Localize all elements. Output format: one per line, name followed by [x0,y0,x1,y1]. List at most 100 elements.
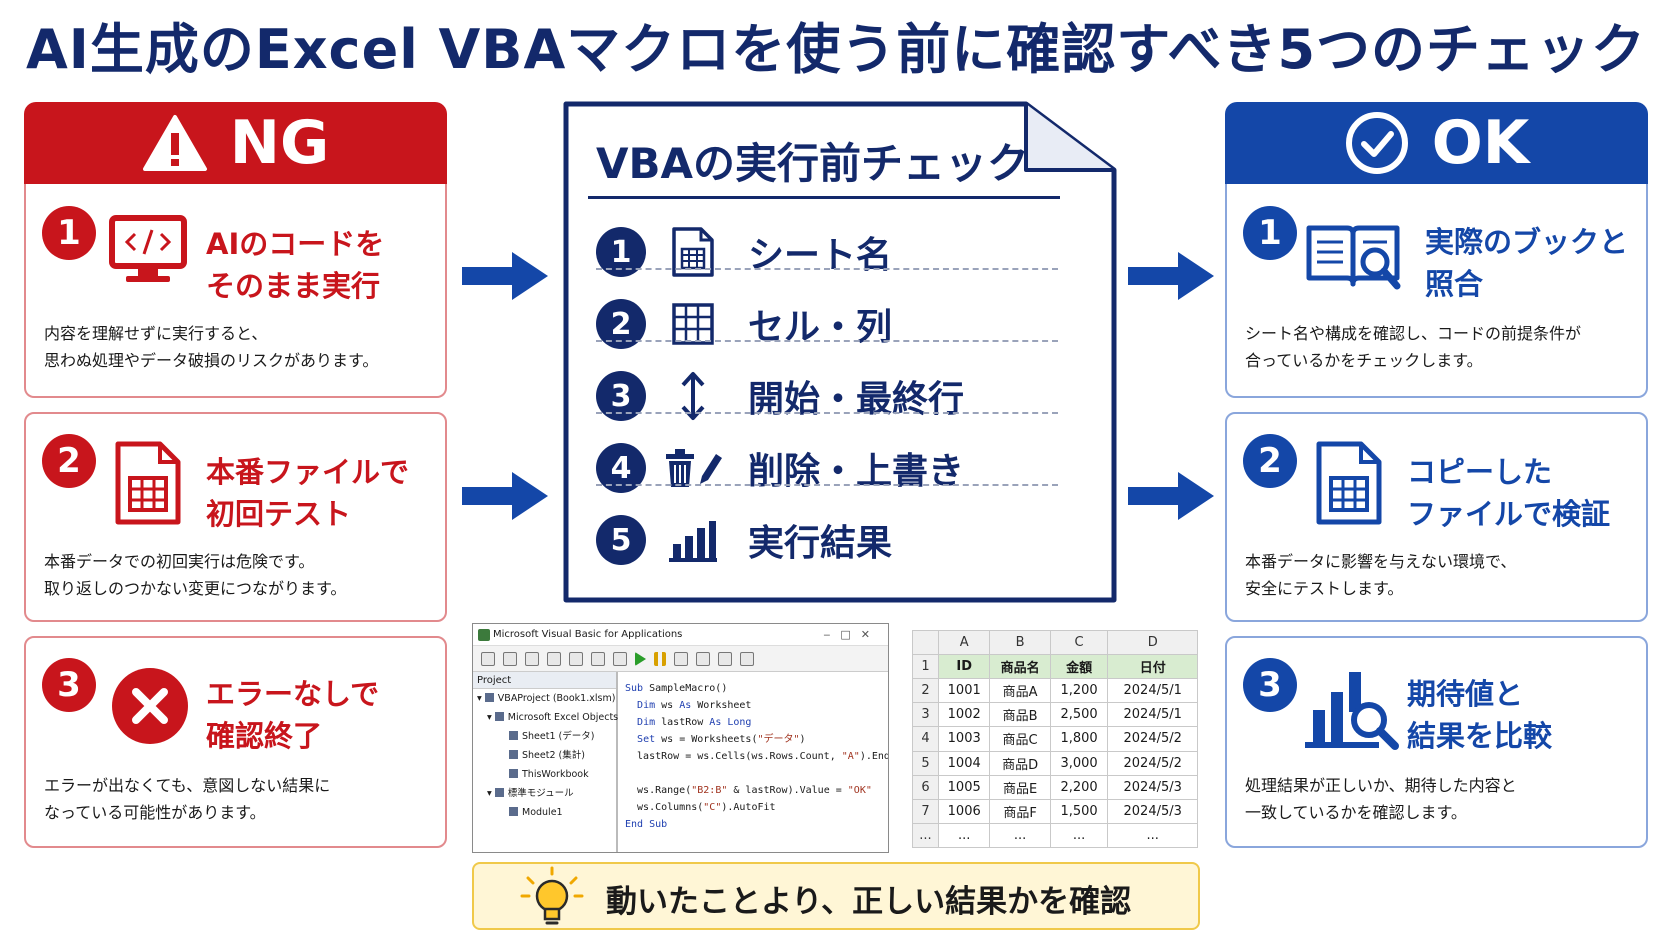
table-cell: 日付 [1107,654,1198,680]
ng-desc-3b: なっている可能性があります。 [44,803,266,822]
pause-icon[interactable] [654,651,666,666]
ng-desc-3a: エラーが出なくても、意図しない結果に [44,776,331,795]
table-cell: 1003 [937,726,991,752]
row-header: 1 [912,654,939,680]
ng-title-3a: エラーなしで [206,677,380,711]
ok-card-1: 1 実際のブックと 照合 シート名や構成を確認し、コードの前提条件が 合っている… [1225,184,1648,398]
run-icon[interactable] [635,651,646,666]
row-header: 7 [912,798,939,824]
warning-icon [142,115,207,171]
tip-text: 動いたことより、正しい結果かを確認 [606,884,1132,920]
vbe-toolbar [473,646,888,672]
book-search-icon [1306,225,1401,290]
check-circle-icon [1345,112,1408,174]
spreadsheet-preview: A B C D 1 ID 商品名 金額 日付 2 1001 商品A 1,200 … [912,629,1198,849]
ok-number-3: 3 [1243,658,1297,712]
window-controls[interactable]: ‒□✕ [823,628,880,641]
corner-cell [912,629,939,656]
project-explorer-icon[interactable] [718,651,732,666]
code-pane[interactable]: Sub SampleMacro() Dim ws As Worksheet Di… [625,680,888,833]
row-divider [596,484,1058,486]
ok-desc-1a: シート名や構成を確認し、コードの前提条件が [1245,324,1582,343]
lightbulb-icon [520,866,584,925]
table-cell: ... [989,822,1051,849]
table-cell: 2024/5/1 [1107,702,1198,728]
code-line: ws.Range("B2:B" & lastRow).Value = "OK" [625,785,872,796]
check-label-1: シート名 [748,235,893,276]
row-header: ... [912,822,939,849]
tree-item[interactable]: Sheet1 (データ) [477,727,616,746]
table-cell: ... [1107,822,1198,849]
table-cell: ID [937,654,991,680]
table-row: 4 1003 商品C 1,800 2024/5/2 [912,726,1198,752]
table-cell: ... [1049,822,1109,849]
ok-title-1a: 実際のブックと [1425,225,1629,259]
tree-item[interactable]: ▾ 標準モジュール [487,788,574,799]
tree-item[interactable]: Sheet2 (集計) [477,746,616,765]
design-mode-icon[interactable] [696,651,710,666]
table-cell: 1006 [937,798,991,824]
table-cell: 金額 [1049,654,1109,680]
code-line [625,765,888,782]
sheet-icon [662,226,724,278]
table-cell: 3,000 [1049,750,1109,776]
ok-title-1b: 照合 [1425,267,1484,301]
stop-icon[interactable] [674,651,688,666]
vba-editor-window: Microsoft Visual Basic for Applications … [472,623,889,853]
check-item-3: 3 開始・最終行 [596,358,1058,434]
grid-icon [662,302,724,346]
arrow-right-icon [1128,472,1214,520]
table-cell: 商品C [989,726,1051,752]
ng-label: NG [229,108,330,178]
save-icon[interactable] [525,651,539,666]
ng-desc-1a: 内容を理解せずに実行すると、 [44,324,268,343]
ok-title-2a: コピーした [1407,455,1553,489]
updown-arrow-icon [662,371,724,421]
project-header: Project [473,672,616,689]
cut-icon[interactable] [547,651,561,666]
vbe-window-title: Microsoft Visual Basic for Applications [493,629,683,640]
x-circle-icon [112,668,188,744]
arrow-right-icon [462,252,548,300]
ok-desc-2a: 本番データに影響を与えない環境で、 [1245,552,1517,571]
row-divider [596,340,1058,342]
tree-item[interactable]: Module1 [477,803,616,822]
check-item-2: 2 セル・列 [596,286,1058,362]
object-browser-icon[interactable] [740,651,754,666]
table-cell: 1,500 [1049,798,1109,824]
ok-card-3: 3 期待値と 結果を比較 処理結果が正しいか、期待した内容と 一致しているかを確… [1225,636,1648,848]
save-icon[interactable] [503,651,517,666]
excel-view-icon[interactable] [481,651,495,666]
check-item-1: 1 シート名 [596,214,1058,290]
column-header: B [989,629,1051,656]
table-cell: ... [937,822,991,849]
title-divider [588,196,1060,199]
check-label-3: 開始・最終行 [748,379,965,420]
check-label-4: 削除・上書き [748,451,965,492]
ng-number-3: 3 [42,658,96,712]
ok-label: OK [1431,108,1530,178]
table-cell: 2024/5/2 [1107,750,1198,776]
ng-card-2: 2 本番ファイルで 初回テスト 本番データでの初回実行は危険です。 取り返しのつ… [24,412,447,622]
ok-card-2: 2 コピーした ファイルで検証 本番データに影響を与えない環境で、 安全にテスト… [1225,412,1648,622]
table-cell: 商品E [989,774,1051,800]
column-header: C [1049,629,1109,656]
code-line: Sub SampleMacro() [625,683,728,694]
ok-title-3b: 結果を比較 [1407,719,1553,753]
tree-item[interactable]: ThisWorkbook [477,765,616,784]
table-cell: 2024/5/3 [1107,798,1198,824]
paste-icon[interactable] [591,651,605,666]
table-cell: 2,200 [1049,774,1109,800]
table-row: 3 1002 商品B 2,500 2024/5/1 [912,702,1198,728]
tree-item[interactable]: ▾ VBAProject (Book1.xlsm) [477,693,616,704]
copy-icon[interactable] [569,651,583,666]
ng-card-3: 3 エラーなしで 確認終了 エラーが出なくても、意図しない結果に なっている可能… [24,636,447,848]
tree-item[interactable]: ▾ Microsoft Excel Objects [487,712,619,723]
tip-banner: 動いたことより、正しい結果かを確認 [472,862,1200,930]
project-explorer: Project ▾ VBAProject (Book1.xlsm) ▾ Micr… [473,672,618,852]
table-cell: 商品B [989,702,1051,728]
checklist-document: VBAの実行前チェック 1 シート名 2 セル・列 3 開始・最終行 4 削除・… [558,100,1118,606]
code-line: ws.Columns("C").AutoFit [625,802,776,813]
table-cell: 2024/5/3 [1107,774,1198,800]
module-icon[interactable] [613,651,627,666]
